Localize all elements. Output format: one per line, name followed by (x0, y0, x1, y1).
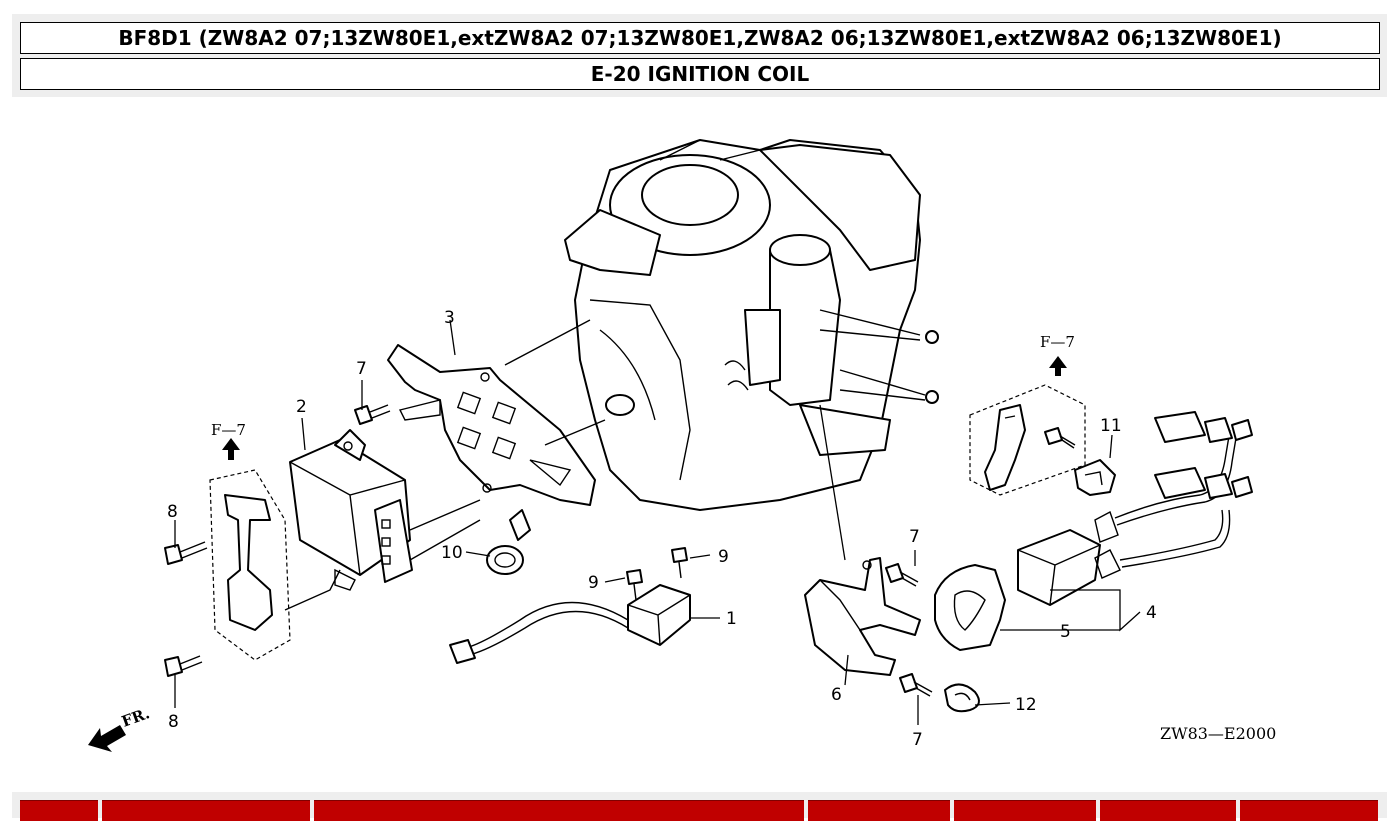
engine-block (564, 139, 939, 511)
table-tab-2[interactable] (102, 800, 310, 821)
callout-7-lower: 7 (912, 730, 923, 750)
ref-arrow-left (222, 438, 240, 460)
table-tab-5[interactable] (954, 800, 1096, 821)
part-7-bolt-middle (885, 563, 919, 587)
part-12-clip (944, 683, 980, 713)
part-8-bolt-lower (164, 655, 203, 677)
parts-diagram: 3 2 7 8 8 10 9 9 1 6 7 7 12 5 4 11 F—7 F… (88, 139, 1276, 752)
header-panel: BF8D1 (ZW8A2 07;13ZW80E1,extZW8A2 07;13Z… (12, 14, 1387, 97)
callout-9-right: 9 (718, 547, 729, 567)
callout-6: 6 (831, 685, 842, 705)
part-group-right (969, 384, 1086, 496)
table-tab-1[interactable] (20, 800, 98, 821)
ref-label-right: F—7 (1040, 333, 1075, 351)
callout-7-upper: 7 (356, 359, 367, 379)
section-title: E-20 IGNITION COIL (20, 58, 1380, 90)
callout-5: 5 (1060, 622, 1071, 642)
parts-table-nav (12, 792, 1387, 821)
callout-1: 1 (726, 609, 737, 629)
front-arrow-icon (88, 725, 126, 752)
part-7-bolt-upper (354, 404, 391, 425)
leader-lines (174, 319, 1141, 725)
part-8-bolt-upper (164, 541, 208, 565)
part-2-cdi-unit (289, 429, 481, 591)
callout-8-upper: 8 (167, 502, 178, 522)
table-tab-3[interactable] (314, 800, 804, 821)
callout-12: 12 (1015, 695, 1037, 715)
callout-2: 2 (296, 397, 307, 417)
part-3-bracket (387, 344, 596, 506)
callout-3: 3 (444, 308, 455, 328)
ref-arrow-right (1049, 356, 1067, 376)
callout-10: 10 (441, 543, 463, 563)
part-4-ignition-coil (1017, 411, 1253, 606)
ref-label-left: F—7 (211, 421, 246, 439)
part-11-holder (1074, 459, 1116, 496)
part-1-pulser-coil (449, 584, 691, 664)
part-5-rubber-mount (934, 564, 1006, 651)
table-tab-7[interactable] (1240, 800, 1378, 821)
model-title: BF8D1 (ZW8A2 07;13ZW80E1,extZW8A2 07;13Z… (20, 22, 1380, 54)
part-6-bracket (804, 557, 921, 676)
callout-7-middle: 7 (909, 527, 920, 547)
callout-11: 11 (1100, 416, 1122, 436)
table-tab-6[interactable] (1100, 800, 1236, 821)
figure-code: ZW83—E2000 (1160, 724, 1276, 743)
callout-8-lower: 8 (168, 712, 179, 732)
guide-line-3 (504, 319, 606, 446)
callout-9-left: 9 (588, 573, 599, 593)
part-9-screws (626, 547, 688, 601)
callout-4: 4 (1146, 603, 1157, 623)
part-group-left (209, 469, 341, 661)
front-label: FR. (119, 704, 152, 731)
part-7-bolt-lower (899, 673, 933, 697)
table-tab-4[interactable] (808, 800, 950, 821)
part-10-clamp (486, 509, 531, 575)
